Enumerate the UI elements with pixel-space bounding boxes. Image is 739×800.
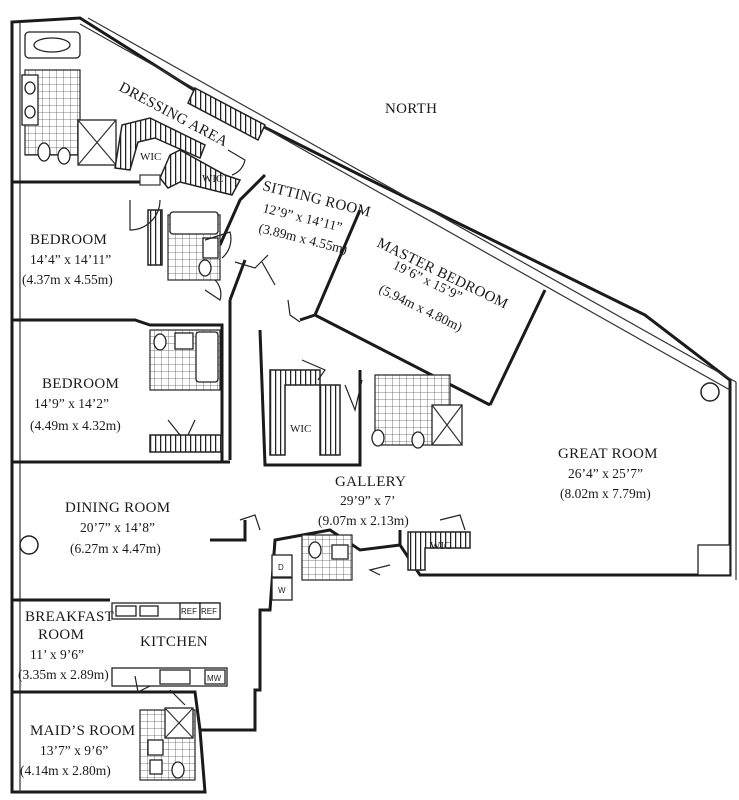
- wic-label-gallery: WIC: [430, 540, 451, 552]
- bidet-icon-master: [411, 431, 425, 449]
- toilet-icon-master: [371, 429, 385, 447]
- bedroom-2-dim-m: (4.49m x 4.32m): [30, 418, 121, 433]
- bedroom-1-dim-ft: 14’4” x 14’11”: [30, 252, 111, 267]
- great-room-name: GREAT ROOM: [558, 446, 658, 462]
- bedroom-2-name: BEDROOM: [42, 376, 119, 392]
- bedroom-1-dim-m: (4.37m x 4.55m): [22, 272, 113, 287]
- dressing-area: WIC WIC DRESSING AREA: [114, 79, 266, 196]
- bathtub-icon-bed2: [195, 331, 219, 383]
- great-room-dim-m: (8.02m x 7.79m): [560, 486, 651, 501]
- bedroom-1-name: BEDROOM: [30, 232, 107, 248]
- breakfast-room-dim-m: (3.35m x 2.89m): [18, 667, 109, 682]
- bathtub-icon-bed1: [169, 211, 219, 235]
- washer-icon: [271, 577, 293, 601]
- gallery: GALLERY 29’9” x 7’ (9.07m x 2.13m) WIC: [301, 474, 471, 581]
- maids-room: MAID’S ROOM 13’7” x 9’6” (4.14m x 2.80m): [20, 707, 196, 781]
- bedroom-2-dim-ft: 14’9” x 14’2”: [34, 396, 109, 411]
- breakfast-room-name-2: ROOM: [38, 627, 84, 643]
- wic-label-dressing: WIC: [140, 151, 161, 163]
- master-closet-bath: WIC: [269, 369, 463, 456]
- svg-text:MW: MW: [207, 674, 222, 683]
- svg-text:W: W: [278, 586, 286, 595]
- maids-room-dim-m: (4.14m x 2.80m): [20, 763, 111, 778]
- wic-label-dressing-2: WIC: [202, 173, 223, 185]
- breakfast-room: BREAKFAST ROOM 11’ x 9’6” (3.35m x 2.89m…: [18, 609, 114, 682]
- breakfast-room-dim-ft: 11’ x 9’6”: [30, 647, 84, 662]
- door-swings: [129, 149, 466, 706]
- master-bedroom: MASTER BEDROOM 19’6” x 15’9” (5.94m x 4.…: [374, 235, 510, 334]
- wic-label-master: WIC: [290, 423, 311, 435]
- column-dining-room: [19, 535, 39, 555]
- toilet-icon-maid: [171, 761, 185, 779]
- gallery-dim-m: (9.07m x 2.13m): [318, 513, 409, 528]
- gallery-dim-ft: 29’9” x 7’: [340, 493, 395, 508]
- maids-room-dim-ft: 13’7” x 9’6”: [40, 743, 108, 758]
- exterior-walls: [10, 16, 737, 794]
- vanity-icon-bed2: [174, 332, 194, 350]
- gallery-name: GALLERY: [335, 474, 406, 490]
- great-room: GREAT ROOM 26’4” x 25’7” (8.02m x 7.79m): [558, 446, 731, 576]
- dining-room-name: DINING ROOM: [65, 500, 170, 516]
- north-label: NORTH: [385, 101, 437, 117]
- vanity-icon-bed1: [202, 237, 219, 259]
- bedroom-2: BEDROOM 14’9” x 14’2” (4.49m x 4.32m): [30, 329, 223, 453]
- dining-room-dim-ft: 20’7” x 14’8”: [80, 520, 155, 535]
- toilet-icon: [37, 142, 51, 162]
- column-great-room: [700, 382, 720, 402]
- toilet-icon-powder: [308, 541, 322, 559]
- microwave-icon: [204, 669, 226, 685]
- svg-text:REF: REF: [201, 607, 217, 616]
- maids-room-name: MAID’S ROOM: [30, 723, 135, 739]
- dryer-icon: [271, 554, 293, 578]
- refrigerator-icon-2: [199, 602, 221, 620]
- dining-room: DINING ROOM 20’7” x 14’8” (6.27m x 4.47m…: [65, 500, 170, 556]
- laundry: D W: [271, 554, 293, 601]
- dining-room-dim-m: (6.27m x 4.47m): [70, 541, 161, 556]
- breakfast-room-name-1: BREAKFAST: [25, 609, 114, 625]
- bedroom-1: BEDROOM 14’4” x 14’11” (4.37m x 4.55m): [22, 209, 221, 287]
- toilet-icon-bed1: [198, 259, 212, 277]
- great-room-dim-ft: 26’4” x 25’7”: [568, 466, 643, 481]
- kitchen-name: KITCHEN: [140, 634, 208, 650]
- master-bath: [21, 31, 117, 166]
- sitting-room: SITTING ROOM 12’9” x 14’11” (3.89m x 4.5…: [257, 178, 372, 257]
- bidet-icon: [57, 147, 71, 165]
- toilet-icon-bed2: [153, 333, 167, 351]
- range-icon: [159, 669, 191, 685]
- svg-text:REF: REF: [181, 607, 197, 616]
- kitchen: REF REF MW KITCHEN: [111, 602, 228, 687]
- svg-text:D: D: [278, 563, 284, 572]
